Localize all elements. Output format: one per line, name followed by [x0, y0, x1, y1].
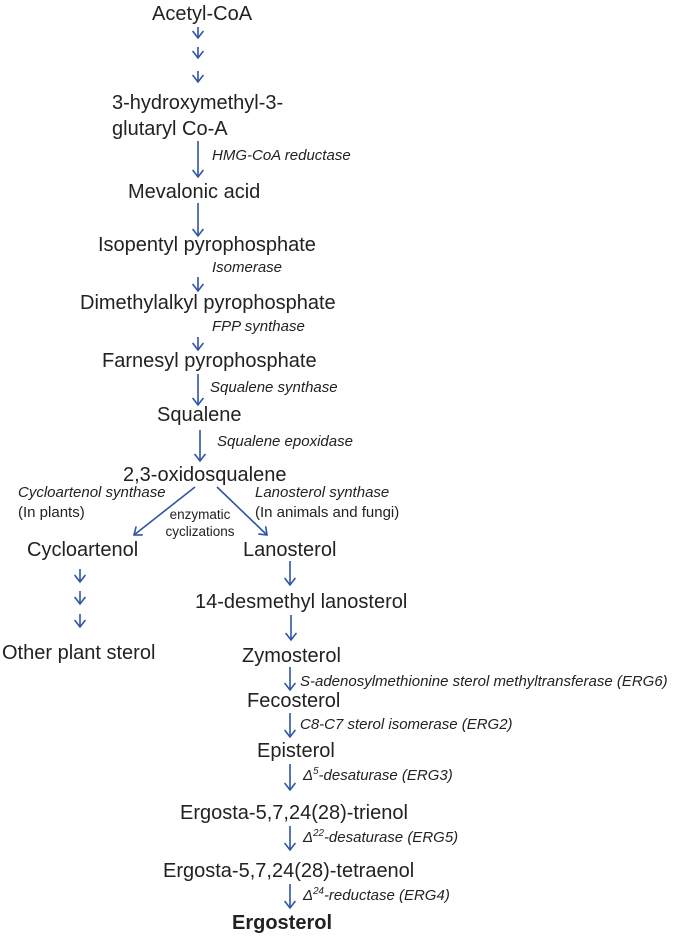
erg5-delta: Δ: [303, 829, 314, 846]
enzyme-label-fpp-synthase: FPP synthase: [212, 318, 305, 335]
enzyme-label-isomerase: Isomerase: [212, 259, 283, 276]
node-other-plant-sterol: Other plant sterol: [2, 642, 156, 664]
erg5-superscript: 22: [313, 828, 324, 839]
note-in-plants: (In plants): [18, 504, 85, 521]
erg3-superscript: 5: [313, 766, 319, 777]
node-farnesyl-pyrophosphate: Farnesyl pyrophosphate: [102, 350, 317, 372]
node-ergosterol: Ergosterol: [232, 912, 333, 934]
enzyme-label-erg5: Δ22-desaturase (ERG5): [303, 829, 458, 847]
label-enzymatic-cyclizations: enzymatic cyclizations: [160, 506, 240, 540]
enzyme-label-squalene-synthase: Squalene synthase: [210, 379, 338, 396]
node-ergosta-trienol: Ergosta-5,7,24(28)-trienol: [180, 802, 408, 824]
node-episterol: Episterol: [257, 740, 335, 762]
node-14-desmethyl-lanosterol: 14-desmethyl lanosterol: [195, 591, 408, 613]
enzyme-label-lanosterol-synthase: Lanosterol synthase: [255, 484, 390, 501]
enzyme-label-hmg-coa-reductase: HMG-CoA reductase: [212, 147, 351, 164]
node-hmg-coa-line1: 3-hydroxymethyl-3-: [112, 92, 284, 114]
enzyme-label-squalene-epoxidase: Squalene epoxidase: [217, 433, 353, 450]
node-mevalonic-acid: Mevalonic acid: [128, 181, 261, 203]
note-in-animals-and-fungi: (In animals and fungi): [255, 504, 400, 521]
node-fecosterol: Fecosterol: [247, 690, 341, 712]
erg4-delta: Δ: [303, 887, 314, 904]
label-enzymatic-cyclizations-line2: cyclizations: [165, 524, 235, 539]
node-lanosterol: Lanosterol: [243, 539, 337, 561]
node-isopentyl-pyrophosphate: Isopentyl pyrophosphate: [98, 234, 316, 256]
enzyme-label-erg3: Δ5-desaturase (ERG3): [303, 767, 453, 785]
enzyme-label-erg4: Δ24-reductase (ERG4): [303, 887, 450, 905]
erg4-superscript: 24: [313, 886, 324, 897]
node-23-oxidosqualene: 2,3-oxidosqualene: [123, 464, 287, 486]
node-ergosta-tetraenol: Ergosta-5,7,24(28)-tetraenol: [163, 860, 415, 882]
label-enzymatic-cyclizations-line1: enzymatic: [169, 507, 231, 522]
node-squalene: Squalene: [157, 404, 242, 426]
node-dimethylalkyl-pyrophosphate: Dimethylalkyl pyrophosphate: [80, 292, 336, 314]
node-hmg-coa: 3-hydroxymethyl-3- glutaryl Co-A: [112, 90, 283, 142]
enzyme-label-erg2: C8-C7 sterol isomerase (ERG2): [300, 716, 513, 733]
erg3-delta: Δ: [303, 767, 314, 784]
enzyme-label-erg6: S-adenosylmethionine sterol methyltransf…: [300, 673, 668, 690]
erg3-text: -desaturase (ERG3): [318, 767, 453, 784]
enzyme-label-cycloartenol-synthase: Cycloartenol synthase: [18, 484, 166, 501]
erg5-text: -desaturase (ERG5): [323, 829, 459, 846]
erg4-text: -reductase (ERG4): [323, 887, 450, 904]
node-acetyl-coa: Acetyl-CoA: [152, 3, 253, 25]
node-hmg-coa-line2: glutaryl Co-A: [112, 118, 228, 140]
node-cycloartenol: Cycloartenol: [27, 539, 139, 561]
node-zymosterol: Zymosterol: [242, 645, 341, 667]
